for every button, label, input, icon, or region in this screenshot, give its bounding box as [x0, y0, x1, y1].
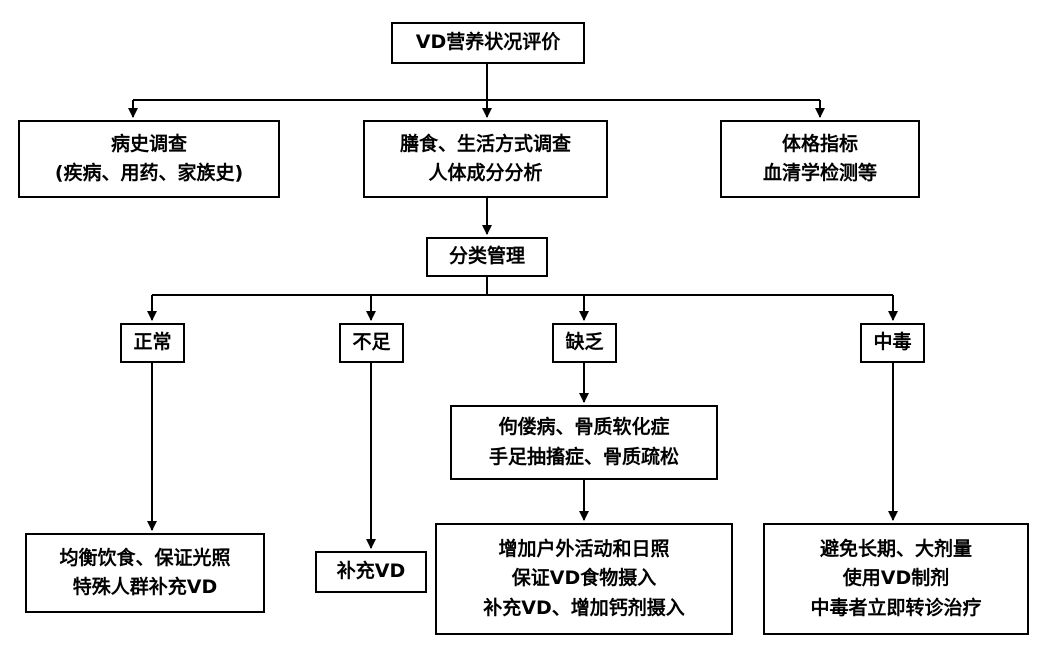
node-history-survey: 病史调查 (疾病、用药、家族史)	[18, 120, 280, 198]
node-normal-action: 均衡饮食、保证光照 特殊人群补充VD	[25, 533, 265, 613]
node-deficiency-symptoms: 佝偻病、骨质软化症 手足抽搐症、骨质疏松	[450, 405, 718, 480]
node-toxic-action: 避免长期、大剂量 使用VD制剂 中毒者立即转诊治疗	[763, 523, 1029, 635]
node-category-deficient: 缺乏	[552, 323, 617, 363]
node-category-toxic: 中毒	[860, 323, 925, 363]
node-category-insufficient: 不足	[339, 323, 404, 363]
node-physical-indicators: 体格指标 血清学检测等	[720, 120, 920, 198]
node-diet-lifestyle-survey: 膳食、生活方式调查 人体成分分析	[363, 120, 608, 198]
node-insufficient-action: 补充VD	[315, 551, 427, 593]
node-root: VD营养状况评价	[391, 22, 585, 64]
connector-classify-to-categories	[147, 277, 898, 321]
node-classification-management: 分类管理	[426, 237, 548, 277]
node-deficient-action: 增加户外活动和日照 保证VD食物摄入 补充VD、增加钙剂摄入	[435, 523, 733, 635]
connector-root-to-level1	[128, 64, 825, 118]
node-category-normal: 正常	[120, 323, 185, 363]
